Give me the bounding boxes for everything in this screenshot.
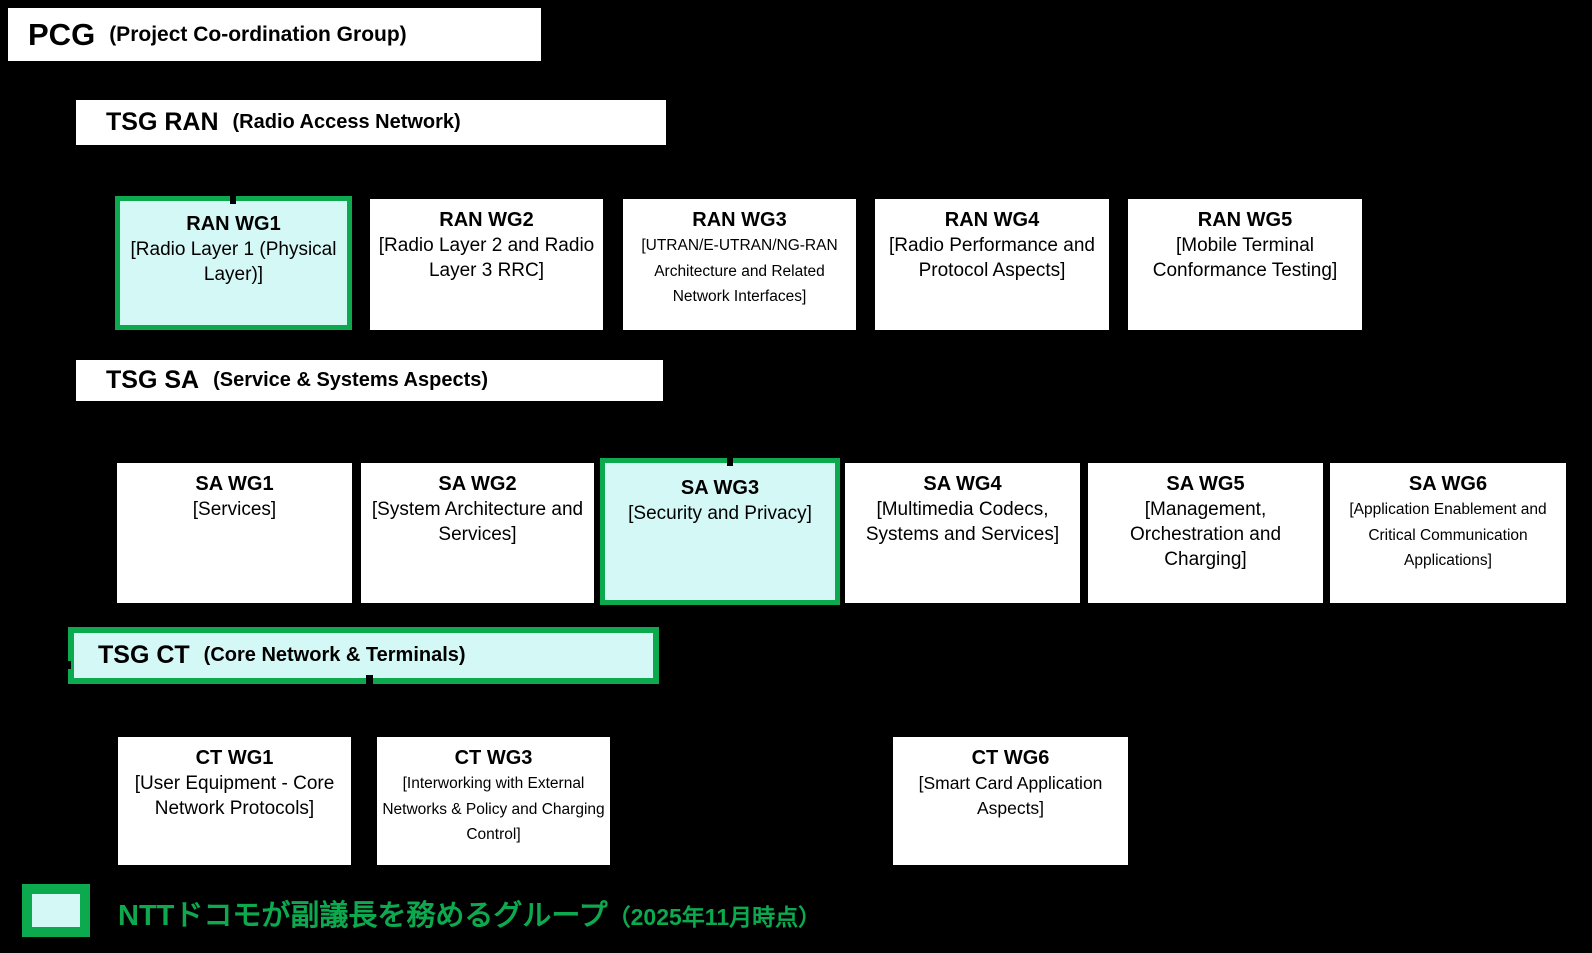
legend-highlight-swatch [22,884,90,937]
connector-stub [230,193,236,204]
tsg-ran-subtitle: (Radio Access Network) [232,111,461,133]
connector-stub [727,455,733,466]
tsg-sa-title: TSG SA [106,366,200,394]
group-title: SA WG4 [923,473,1002,495]
org-box-sa-wg3-highlighted: SA WG3 [Security and Privacy] [600,458,840,605]
tsg-ct-subtitle: (Core Network & Terminals) [203,644,466,666]
group-desc: [Radio Performance and Protocol Aspects] [889,235,1095,282]
group-desc: [Interworking with External Networks & P… [382,775,605,844]
group-title: SA WG2 [438,473,517,495]
org-box-sa-wg6: SA WG6 [Application Enablement and Criti… [1330,463,1566,603]
group-desc: [Radio Layer 1 (Physical Layer)] [130,239,337,286]
org-box-sa-wg2: SA WG2 [System Architecture and Services… [361,463,594,603]
group-title: SA WG5 [1166,473,1245,495]
legend-label: NTTドコモが副議長を務めるグループ [118,900,608,932]
org-box-ran-wg5: RAN WG5 [Mobile Terminal Conformance Tes… [1128,199,1362,330]
group-desc: [Services] [192,499,277,520]
org-box-ran-wg4: RAN WG4 [Radio Performance and Protocol … [875,199,1109,330]
tsg-ran-header-box: TSG RAN (Radio Access Network) [76,100,666,145]
group-title: RAN WG2 [439,209,534,231]
group-desc: [Multimedia Codecs, Systems and Services… [865,499,1060,546]
org-box-sa-wg1: SA WG1 [Services] [117,463,352,603]
connector-stub [366,675,373,687]
group-title: CT WG6 [971,747,1050,769]
group-title: SA WG1 [195,473,274,495]
legend-caption: NTTドコモが副議長を務めるグループ（2025年11月時点） [118,884,821,937]
tsg-sa-subtitle: (Service & Systems Aspects) [213,369,489,391]
group-title: CT WG3 [454,747,533,769]
pcg-subtitle: (Project Co-ordination Group) [109,22,407,46]
group-desc: [Smart Card Application Aspects] [918,773,1103,819]
tsg-ct-title: TSG CT [98,641,190,669]
group-title: RAN WG4 [944,209,1040,231]
org-box-ran-wg3: RAN WG3 [UTRAN/E-UTRAN/NG-RAN Architectu… [623,199,856,330]
tsg-sa-header-box: TSG SA (Service & Systems Aspects) [76,360,663,401]
org-box-ran-wg2: RAN WG2 [Radio Layer 2 and Radio Layer 3… [370,199,603,330]
group-title: RAN WG3 [692,209,787,231]
tsg-ran-title: TSG RAN [106,108,219,136]
group-desc: [User Equipment - Core Network Protocols… [134,773,335,820]
group-title: RAN WG1 [186,213,281,235]
group-title: SA WG6 [1408,473,1488,495]
group-desc: [UTRAN/E-UTRAN/NG-RAN Architecture and R… [641,237,838,306]
group-desc: [System Architecture and Services] [371,499,584,546]
connector-stub [58,661,71,669]
group-desc: [Management, Orchestration and Charging] [1129,499,1282,571]
pcg-header-box: PCG (Project Co-ordination Group) [8,8,541,61]
group-desc: [Security and Privacy] [628,503,812,524]
group-title: RAN WG5 [1197,209,1293,231]
group-title: SA WG3 [680,477,760,499]
pcg-title: PCG [28,16,96,52]
group-desc: [Radio Layer 2 and Radio Layer 3 RRC] [378,235,595,282]
org-box-ct-wg1: CT WG1 [User Equipment - Core Network Pr… [118,737,351,865]
group-title: CT WG1 [195,747,274,769]
org-box-sa-wg4: SA WG4 [Multimedia Codecs, Systems and S… [845,463,1080,603]
legend-date-suffix: （2025年11月時点） [607,904,822,930]
group-desc: [Mobile Terminal Conformance Testing] [1152,235,1338,282]
org-box-ran-wg1-highlighted: RAN WG1 [Radio Layer 1 (Physical Layer)] [115,196,352,330]
org-box-sa-wg5: SA WG5 [Management, Orchestration and Ch… [1088,463,1323,603]
org-box-ct-wg3: CT WG3 [Interworking with External Netwo… [377,737,610,865]
org-box-ct-wg6: CT WG6 [Smart Card Application Aspects] [893,737,1128,865]
tsg-ct-header-box-highlighted: TSG CT (Core Network & Terminals) [68,627,659,684]
group-desc: [Application Enablement and Critical Com… [1349,501,1547,570]
